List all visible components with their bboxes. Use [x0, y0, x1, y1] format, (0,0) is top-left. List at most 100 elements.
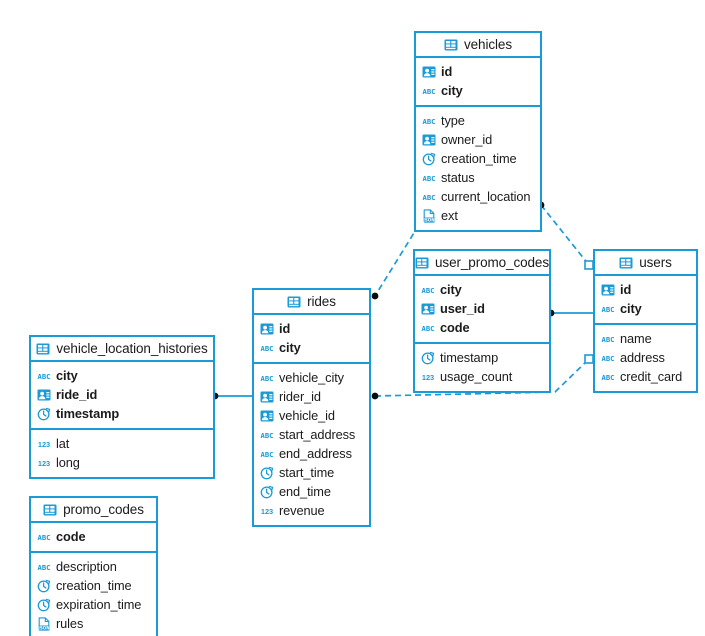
column-row[interactable]: end_time: [254, 482, 369, 501]
column-label: usage_count: [440, 369, 513, 384]
primary-key-row[interactable]: id: [254, 319, 369, 338]
svg-text:ABC: ABC: [602, 372, 615, 381]
column-label: address: [620, 350, 665, 365]
column-label: type: [441, 113, 465, 128]
relationship-vehicle_location_histories-rides[interactable]: [211, 392, 252, 400]
abc-icon: ABC: [422, 171, 436, 185]
table-icon: [36, 342, 50, 356]
clock-icon: [37, 598, 51, 612]
table-icon: [444, 38, 458, 52]
column-row[interactable]: creation_time: [416, 149, 540, 168]
column-label: rules: [56, 616, 84, 631]
primary-key-group: ABC city ride_id timestamp: [31, 362, 213, 430]
column-label: rider_id: [279, 389, 321, 404]
svg-text:ABC: ABC: [602, 304, 615, 313]
column-row[interactable]: ABC status: [416, 168, 540, 187]
primary-key-row[interactable]: timestamp: [31, 404, 213, 423]
column-row[interactable]: JSON rules: [31, 614, 156, 633]
column-row[interactable]: start_time: [254, 463, 369, 482]
table-header[interactable]: vehicles: [416, 33, 540, 58]
123-icon: 123: [37, 456, 51, 470]
column-label: vehicle_id: [279, 408, 335, 423]
column-row[interactable]: owner_id: [416, 130, 540, 149]
clock-icon: [421, 351, 435, 365]
table-header[interactable]: rides: [254, 290, 369, 315]
key-id-icon: [422, 133, 436, 147]
column-row[interactable]: rider_id: [254, 387, 369, 406]
key-id-icon: [421, 302, 435, 316]
svg-text:ABC: ABC: [261, 343, 274, 352]
primary-key-label: user_id: [440, 301, 485, 316]
abc-icon: ABC: [37, 369, 51, 383]
primary-key-row[interactable]: id: [595, 280, 696, 299]
abc-icon: ABC: [601, 332, 615, 346]
column-row[interactable]: ABC address: [595, 348, 696, 367]
column-row[interactable]: timestamp: [415, 348, 549, 367]
key-id-icon: [37, 388, 51, 402]
abc-icon: ABC: [260, 341, 274, 355]
key-id-icon: [422, 65, 436, 79]
column-row[interactable]: expiration_time: [31, 595, 156, 614]
primary-key-label: ride_id: [56, 387, 98, 402]
primary-key-row[interactable]: ABC city: [31, 366, 213, 385]
column-label: owner_id: [441, 132, 493, 147]
table-name-label: vehicles: [464, 37, 512, 52]
table-header[interactable]: vehicle_location_histories: [31, 337, 213, 362]
table-header[interactable]: promo_codes: [31, 498, 156, 523]
column-label: expiration_time: [56, 597, 142, 612]
table-header[interactable]: user_promo_codes: [415, 251, 549, 276]
primary-key-label: city: [56, 368, 78, 383]
json-icon: JSON: [37, 616, 51, 631]
column-label: end_time: [279, 484, 331, 499]
table-header[interactable]: users: [595, 251, 696, 276]
relationship-user_promo_codes-users[interactable]: [547, 309, 593, 317]
primary-key-row[interactable]: ride_id: [31, 385, 213, 404]
column-label: creation_time: [56, 578, 132, 593]
clock-icon: [260, 485, 274, 499]
column-label: start_time: [279, 465, 335, 480]
column-row[interactable]: creation_time: [31, 576, 156, 595]
column-row[interactable]: vehicle_id: [254, 406, 369, 425]
primary-key-label: id: [441, 64, 453, 79]
primary-key-row[interactable]: id: [416, 62, 540, 81]
column-label: status: [441, 170, 475, 185]
svg-text:ABC: ABC: [602, 353, 615, 362]
svg-text:ABC: ABC: [38, 562, 51, 571]
svg-text:JSON: JSON: [422, 217, 435, 222]
abc-icon: ABC: [601, 370, 615, 384]
primary-key-row[interactable]: user_id: [415, 299, 549, 318]
primary-key-label: id: [620, 282, 632, 297]
primary-key-label: id: [279, 321, 291, 336]
key-id-icon: [260, 409, 274, 423]
svg-text:JSON: JSON: [37, 625, 50, 630]
